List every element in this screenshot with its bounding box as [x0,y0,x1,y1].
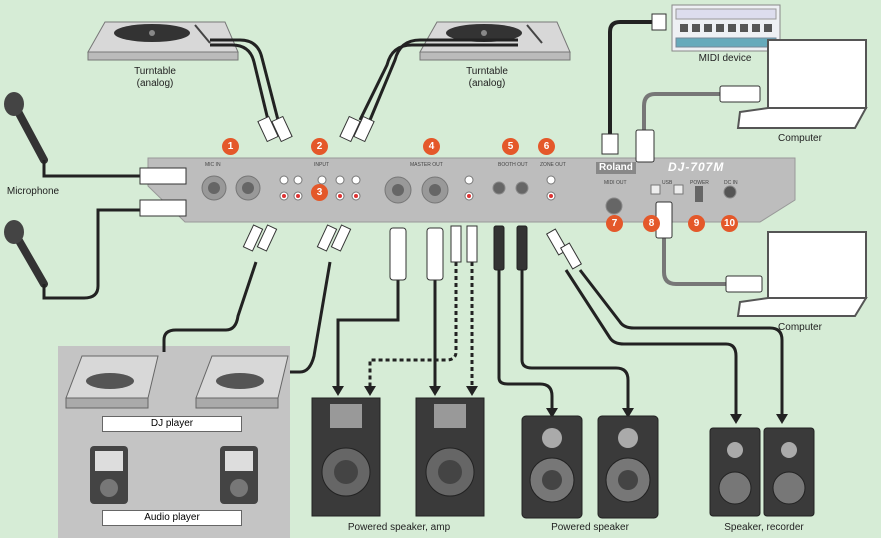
powered-speaker-right-shape [597,415,659,519]
model-name: DJ-707M [668,160,725,174]
midi-device-label: MIDI device [698,53,752,64]
badge-4: 4 [423,138,440,155]
computer-bottom-label: Computer [778,322,822,333]
computer-top-shape [736,39,868,129]
powered-speaker-amp-label: Powered speaker, amp [347,522,451,533]
powered-speaker-amp-left-shape [311,397,381,517]
turntable-left-label: Turntable (analog) [134,66,176,89]
badge-10: 10 [721,215,738,232]
microphone-label: Microphone [6,186,60,197]
computer-bottom-shape [736,231,868,317]
badge-1: 1 [222,138,239,155]
speaker-recorder-left-shape [709,427,761,517]
dj-player-right-shape [195,355,289,409]
badge-3: 3 [311,184,328,201]
badge-8: 8 [643,215,660,232]
turntable-left-shape [87,21,239,61]
badge-6: 6 [538,138,555,155]
dj-player-left-shape [65,355,159,409]
microphone-top-shape [4,92,48,164]
panel-master-out-label: MASTER OUT [410,162,443,168]
audio-player-label: Audio player [102,510,242,526]
panel-input-label: INPUT [314,162,329,168]
panel-power-label: POWER [690,180,709,186]
badge-2: 2 [311,138,328,155]
turntable-right-label: Turntable (analog) [466,66,508,89]
powered-speaker-amp-right-shape [415,397,485,517]
panel-booth-out-label: BOOTH OUT [498,162,528,168]
panel-dc-in-label: DC IN [724,180,738,186]
badge-5: 5 [502,138,519,155]
microphone-bottom-shape [4,220,48,288]
computer-top-label: Computer [778,133,822,144]
audio-player-left-shape [90,446,128,504]
audio-player-right-shape [220,446,258,504]
midi-device-shape [671,4,781,52]
panel-midi-out-label: MIDI OUT [604,180,627,186]
badge-9: 9 [688,215,705,232]
dj-player-label: DJ player [102,416,242,432]
badge-7: 7 [606,215,623,232]
speaker-recorder-label: Speaker, recorder [724,522,804,533]
brand-logo: Roland [596,162,636,174]
panel-zone-out-label: ZONE OUT [540,162,566,168]
powered-speaker-left-shape [521,415,583,519]
panel-usb-label: USB [662,180,673,186]
speaker-recorder-right-shape [763,427,815,517]
panel-mic-in-label: MIC IN [205,162,221,168]
powered-speaker-label: Powered speaker [551,522,629,533]
rear-panel [147,157,796,223]
